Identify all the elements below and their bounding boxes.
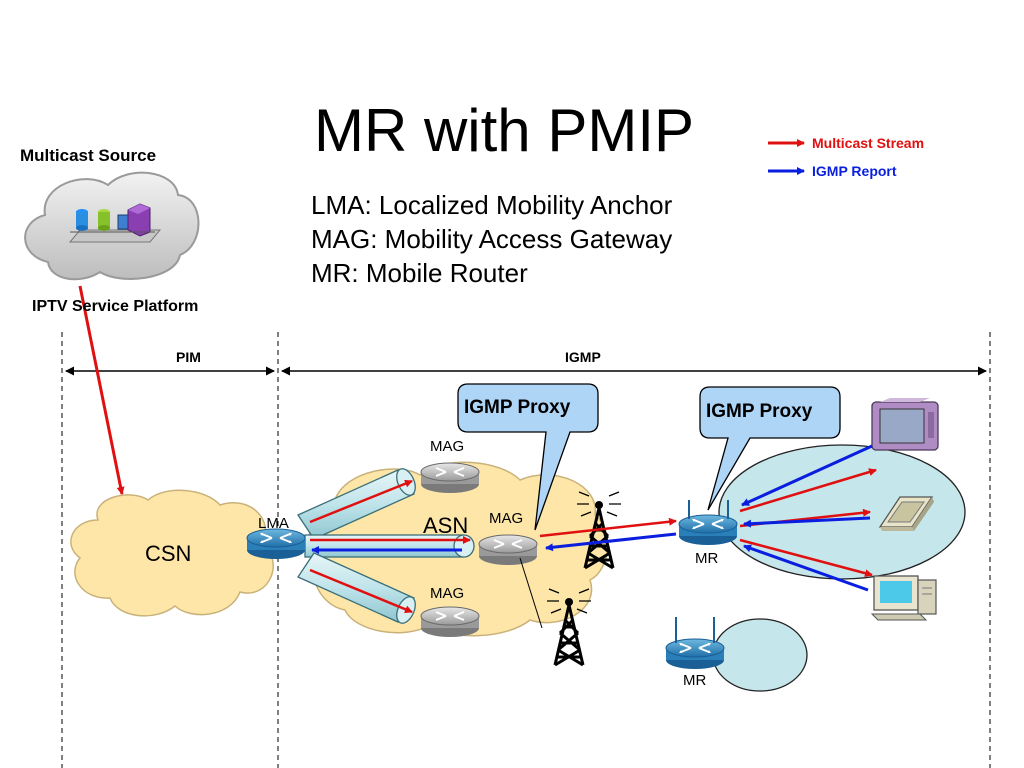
definitions: LMA: Localized Mobility Anchor MAG: Mobi… — [311, 188, 672, 290]
multicast-source-label: Multicast Source — [20, 146, 157, 165]
csn-cloud — [70, 489, 274, 617]
legend-igmp-report: IGMP Report — [812, 163, 897, 179]
multicast-source-cloud — [24, 171, 200, 281]
mr-main-antenna-icon — [688, 500, 729, 519]
asn-label: ASN — [423, 513, 469, 538]
igmp-label: IGMP — [565, 349, 601, 365]
definition-mr: MR: Mobile Router — [311, 258, 528, 288]
pim-label: PIM — [176, 349, 201, 365]
igmp-report-arrows — [311, 444, 873, 592]
mag-tower-link — [519, 557, 543, 629]
mr-second-label: MR — [683, 672, 707, 689]
definition-mag: MAG: Mobility Access Gateway — [311, 224, 673, 254]
mag-mid-router-icon — [478, 534, 538, 566]
mr-main-coverage — [718, 444, 966, 580]
csn-label: CSN — [145, 541, 192, 566]
mr-second-coverage — [712, 618, 808, 692]
tv-icon — [871, 398, 939, 451]
cloud-icon — [24, 171, 200, 281]
legend-multicast-stream: Multicast Stream — [812, 135, 925, 151]
lma-router-icon — [246, 528, 306, 560]
lma-label: LMA — [258, 515, 289, 532]
mr-main-router-icon — [678, 514, 738, 546]
definition-lma: LMA: Localized Mobility Anchor — [311, 190, 673, 220]
mag-top-label: MAG — [430, 438, 465, 455]
igmp-proxy-callout-left — [457, 383, 599, 531]
iptv-platform-label: IPTV Service Platform — [32, 298, 199, 315]
mag-bottom-router-icon — [420, 606, 480, 638]
mag-top-router-icon — [420, 462, 480, 494]
igmp-proxy-right-label: IGMP Proxy — [706, 401, 813, 422]
igmp-proxy-left-label: IGMP Proxy — [464, 397, 571, 418]
multicast-stream-arrows — [78, 285, 877, 614]
mr-second-router-icon — [665, 638, 725, 670]
pda-icon — [878, 496, 934, 531]
page-title: MR with PMIP — [314, 97, 695, 164]
mr-main-label: MR — [695, 550, 719, 567]
server-rack-icon — [70, 203, 155, 237]
mag-bottom-label: MAG — [430, 585, 465, 602]
desktop-computer-icon — [870, 575, 937, 621]
radio-tower-bottom-icon — [545, 587, 593, 667]
igmp-proxy-callout-right — [699, 386, 841, 511]
mag-mid-label: MAG — [489, 510, 524, 527]
mr-second-antenna-icon — [675, 617, 715, 643]
